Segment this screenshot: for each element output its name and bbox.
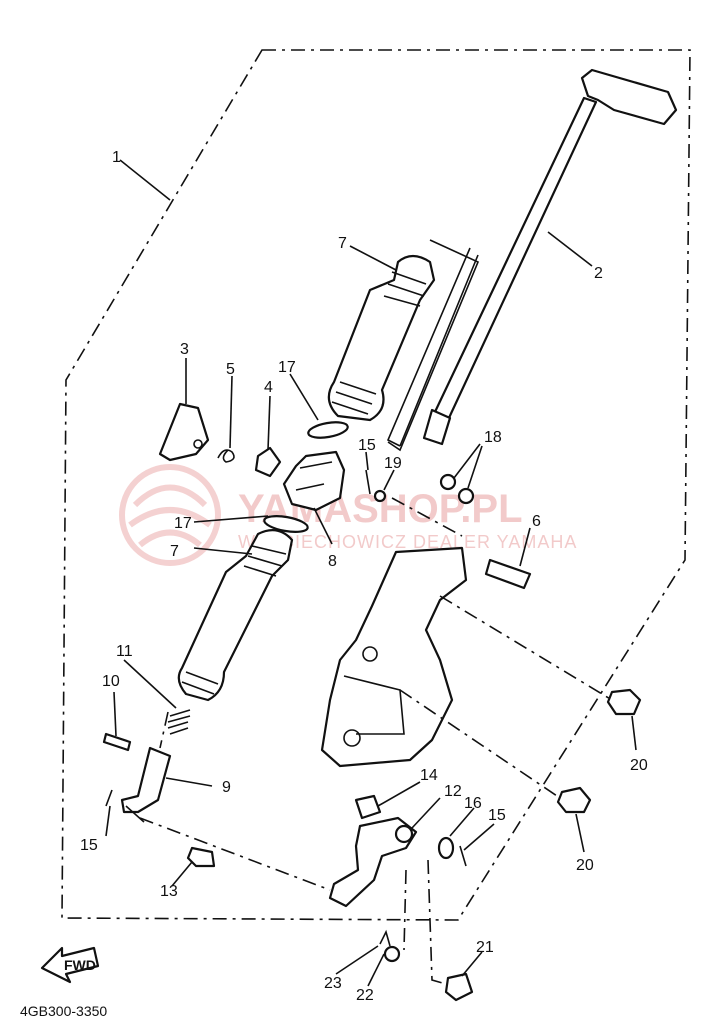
bolt-20-upper [606, 688, 642, 716]
bushing-21 [444, 972, 474, 1002]
washer-18a [439, 473, 457, 491]
callout-16: 16 [464, 795, 482, 812]
washer-18b [457, 487, 475, 505]
callout-21: 21 [476, 939, 494, 956]
diagram-code: 4GB300-3350 [20, 1003, 107, 1019]
washer-16 [437, 836, 455, 860]
rod-end-part [120, 746, 172, 814]
upper-boot-part [327, 239, 480, 452]
callout-1: 1 [112, 149, 121, 166]
cotter-15c [459, 845, 467, 867]
callout-23: 23 [324, 975, 342, 992]
washer-19 [373, 489, 387, 503]
pin-part [102, 732, 132, 752]
callout-22: 22 [356, 987, 374, 1004]
link-arm-part [328, 816, 418, 908]
callout-3: 3 [180, 341, 189, 358]
callout-18: 18 [484, 429, 502, 446]
watermark-logo [119, 464, 221, 566]
callout-2: 2 [594, 265, 603, 282]
bushing-part [186, 846, 216, 868]
circlip-lower [263, 515, 309, 533]
leader-lines [105, 159, 637, 987]
pivot-pin-part [484, 558, 532, 590]
assembly-lines [139, 497, 613, 985]
watermark-sub: WOJCIECHOWICZ DEALER YAMAHA [238, 532, 577, 552]
callout-8: 8 [328, 553, 337, 570]
joint-part [282, 450, 346, 512]
clip-part [254, 446, 282, 478]
spring-small [217, 449, 235, 463]
fwd-label: FWD [64, 957, 96, 973]
callout-4: 4 [264, 379, 273, 396]
callout-numbers: 1 2 3 4 5 6 7 7 8 9 10 11 12 13 14 15 15… [80, 149, 648, 1004]
callout-15c: 15 [488, 807, 506, 824]
shift-lever-part [386, 68, 678, 447]
callout-7-upper: 7 [338, 235, 347, 252]
callout-15a: 15 [358, 437, 376, 454]
bracket-part [158, 402, 210, 462]
callout-12: 12 [444, 783, 462, 800]
spring-part [167, 709, 191, 735]
collar-12 [394, 824, 414, 844]
circlip-upper [307, 421, 349, 439]
callout-7-lower: 7 [170, 543, 179, 560]
callout-10: 10 [102, 673, 120, 690]
callout-17-lower: 17 [174, 515, 192, 532]
callout-9: 9 [222, 779, 231, 796]
collar-14 [354, 794, 382, 820]
callout-20-upper: 20 [630, 757, 648, 774]
lower-boot-part [177, 529, 294, 702]
callout-14: 14 [420, 767, 438, 784]
callout-19: 19 [384, 455, 402, 472]
bolt-20-lower [556, 786, 592, 814]
callout-6: 6 [532, 513, 541, 530]
cotter-23 [379, 929, 391, 947]
assembly-boundary [61, 49, 691, 921]
callout-17-upper: 17 [278, 359, 296, 376]
callout-13: 13 [160, 883, 178, 900]
fwd-arrow-icon: FWD [40, 946, 100, 984]
main-bracket-part [320, 546, 468, 768]
callout-20-lower: 20 [576, 857, 594, 874]
cotter-15b [105, 789, 113, 807]
cotter-15a [365, 469, 371, 495]
callout-11: 11 [116, 643, 133, 660]
callout-15b: 15 [80, 837, 98, 854]
washer-22 [383, 945, 401, 963]
callout-5: 5 [226, 361, 235, 378]
